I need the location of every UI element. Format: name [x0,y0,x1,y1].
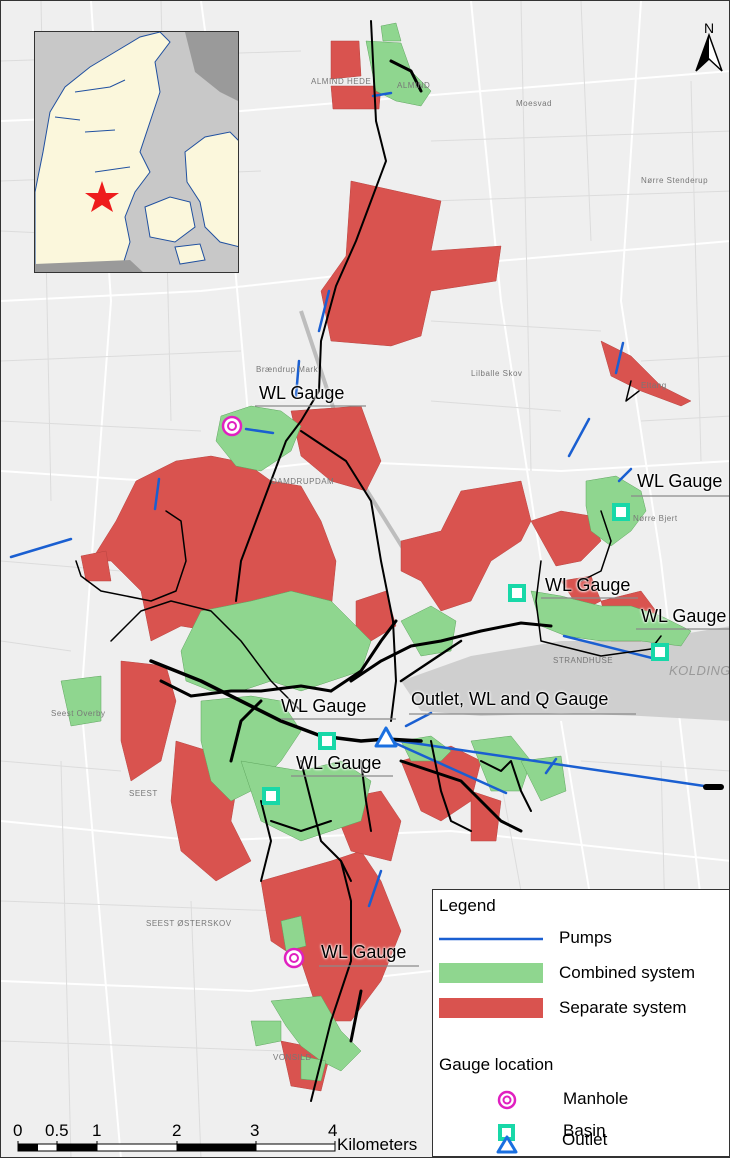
scale-bar-graphic [17,1141,336,1152]
north-arrow: N [694,19,724,75]
manhole-gauge-marker [283,947,305,969]
place-label: ALMIND HEDE [311,77,372,86]
place-label: Moesvad [516,99,552,108]
legend: Legend Pumps Combined system Separate sy… [432,889,729,1157]
inset-fjords [54,79,131,173]
scale-bar: 0 0.5 1 2 3 4 Kilometers [1,1119,441,1157]
scale-tick-label: 1 [92,1121,102,1140]
basin-gauge-marker [318,732,336,750]
scale-tick-label: 0 [13,1121,23,1140]
basin-gauge-marker [651,643,669,661]
legend-gauge-manhole: Manhole [563,1089,629,1108]
legend-gauge-basin: Basin [563,1121,606,1140]
place-label: ALMIND [397,81,431,90]
legend-title: Legend [439,896,496,915]
inset-map-graphic [35,32,238,272]
legend-item-separate: Separate system [559,998,687,1017]
inset-funen [144,196,196,243]
outlet-gauge-marker [374,726,398,748]
place-label: Brændrup Mark [256,365,319,374]
gauge-label: WL Gauge [641,606,727,626]
legend-gauge-outlet-label: Outlet [562,1130,608,1149]
inset-island [174,243,206,265]
legend-item-combined: Combined system [559,963,696,982]
gauge-label: Outlet, WL and Q Gauge [411,689,609,709]
gauge-label: WL Gauge [281,696,367,716]
manhole-gauge-marker [221,415,243,437]
place-label: Seest Overby [51,709,106,718]
gauge-label: WL Gauge [259,383,345,403]
gauge-label: WL Gauge [545,575,631,595]
combined-fill-symbol [439,963,543,983]
north-label: N [704,20,714,36]
scale-unit-label: Kilometers [337,1135,418,1154]
gauge-label: WL Gauge [637,471,723,491]
pump-lines [9,91,713,908]
manhole-icon [497,1090,517,1110]
label-leaders [255,405,729,967]
inset-sweden [185,32,238,101]
scale-tick-label: 2 [172,1121,182,1140]
outlet-icon [496,1135,518,1154]
place-label: Eltang [641,381,667,390]
place-label: VONSILD [273,1053,312,1062]
scale-tick-label: 3 [250,1121,260,1140]
place-label: SEEST ØSTERSKOV [146,919,232,928]
place-label: STRANDHUSE [553,656,614,665]
legend-item-pumps: Pumps [559,928,612,947]
inset-germany [35,260,143,272]
basin-gauge-marker [612,503,630,521]
place-label: Lilballe Skov [471,369,523,378]
scale-tick-label: 4 [328,1121,338,1140]
place-label: Nørre Bjert [633,514,678,523]
basin-gauge-marker [262,787,280,805]
legend-gauge-title: Gauge location [439,1055,554,1074]
gauge-label: WL Gauge [321,942,407,962]
scale-tick-label: 0.5 [45,1121,69,1140]
inset-location-star [85,181,119,212]
gauge-label: WL Gauge [296,753,382,773]
inset-locator-map [34,31,239,273]
basin-gauge-marker [508,584,526,602]
place-label: SEEST [129,789,158,798]
inset-zealand [184,131,238,248]
separate-system-areas [80,40,692,1092]
basin-icon [498,1124,515,1141]
place-label: Nørre Stenderup [641,176,709,185]
inset-jutland [35,32,171,272]
separate-fill-symbol [439,998,543,1018]
place-label: KOLDING [669,663,730,678]
place-label: DAMDRUPDAM [271,477,335,486]
legend-symbols [439,937,543,1154]
